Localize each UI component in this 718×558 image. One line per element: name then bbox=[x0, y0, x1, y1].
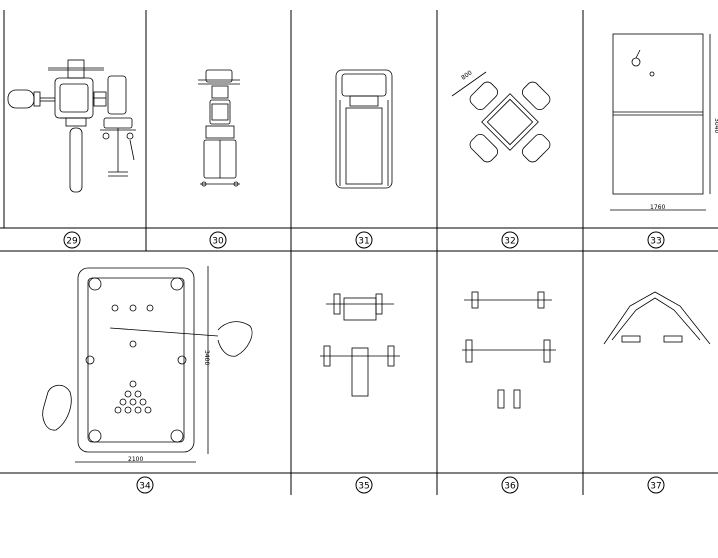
grid-lines bbox=[0, 10, 718, 495]
weight-bench-drawing bbox=[198, 69, 240, 187]
pool-table-drawing: 2100 3400 bbox=[42, 266, 253, 463]
label-30: 30 bbox=[212, 237, 224, 247]
label-35: 35 bbox=[358, 482, 369, 492]
treadmill-drawing bbox=[335, 69, 393, 189]
dim-34-width: 2100 bbox=[128, 456, 143, 463]
table-tennis-drawing: 1760 3040 bbox=[610, 33, 718, 211]
table-chairs-drawing: 800 bbox=[451, 69, 551, 163]
label-31: 31 bbox=[358, 237, 369, 247]
exercise-machine-drawing bbox=[603, 291, 711, 345]
bench-press-drawing bbox=[320, 293, 400, 397]
label-37: 37 bbox=[650, 482, 661, 492]
label-36: 36 bbox=[504, 482, 516, 492]
dumbbells-drawing bbox=[462, 291, 556, 409]
label-29: 29 bbox=[66, 237, 78, 247]
cell-labels: 29 30 31 32 33 34 35 36 37 bbox=[63, 231, 665, 494]
dim-33-height: 3040 bbox=[713, 118, 718, 133]
label-32: 32 bbox=[504, 237, 515, 247]
dim-33-width: 1760 bbox=[650, 204, 665, 211]
dim-32: 800 bbox=[460, 69, 474, 81]
multi-gym-drawing bbox=[7, 59, 136, 193]
dim-34-height: 3400 bbox=[203, 350, 210, 365]
label-34: 34 bbox=[139, 482, 151, 492]
label-33: 33 bbox=[650, 237, 661, 247]
